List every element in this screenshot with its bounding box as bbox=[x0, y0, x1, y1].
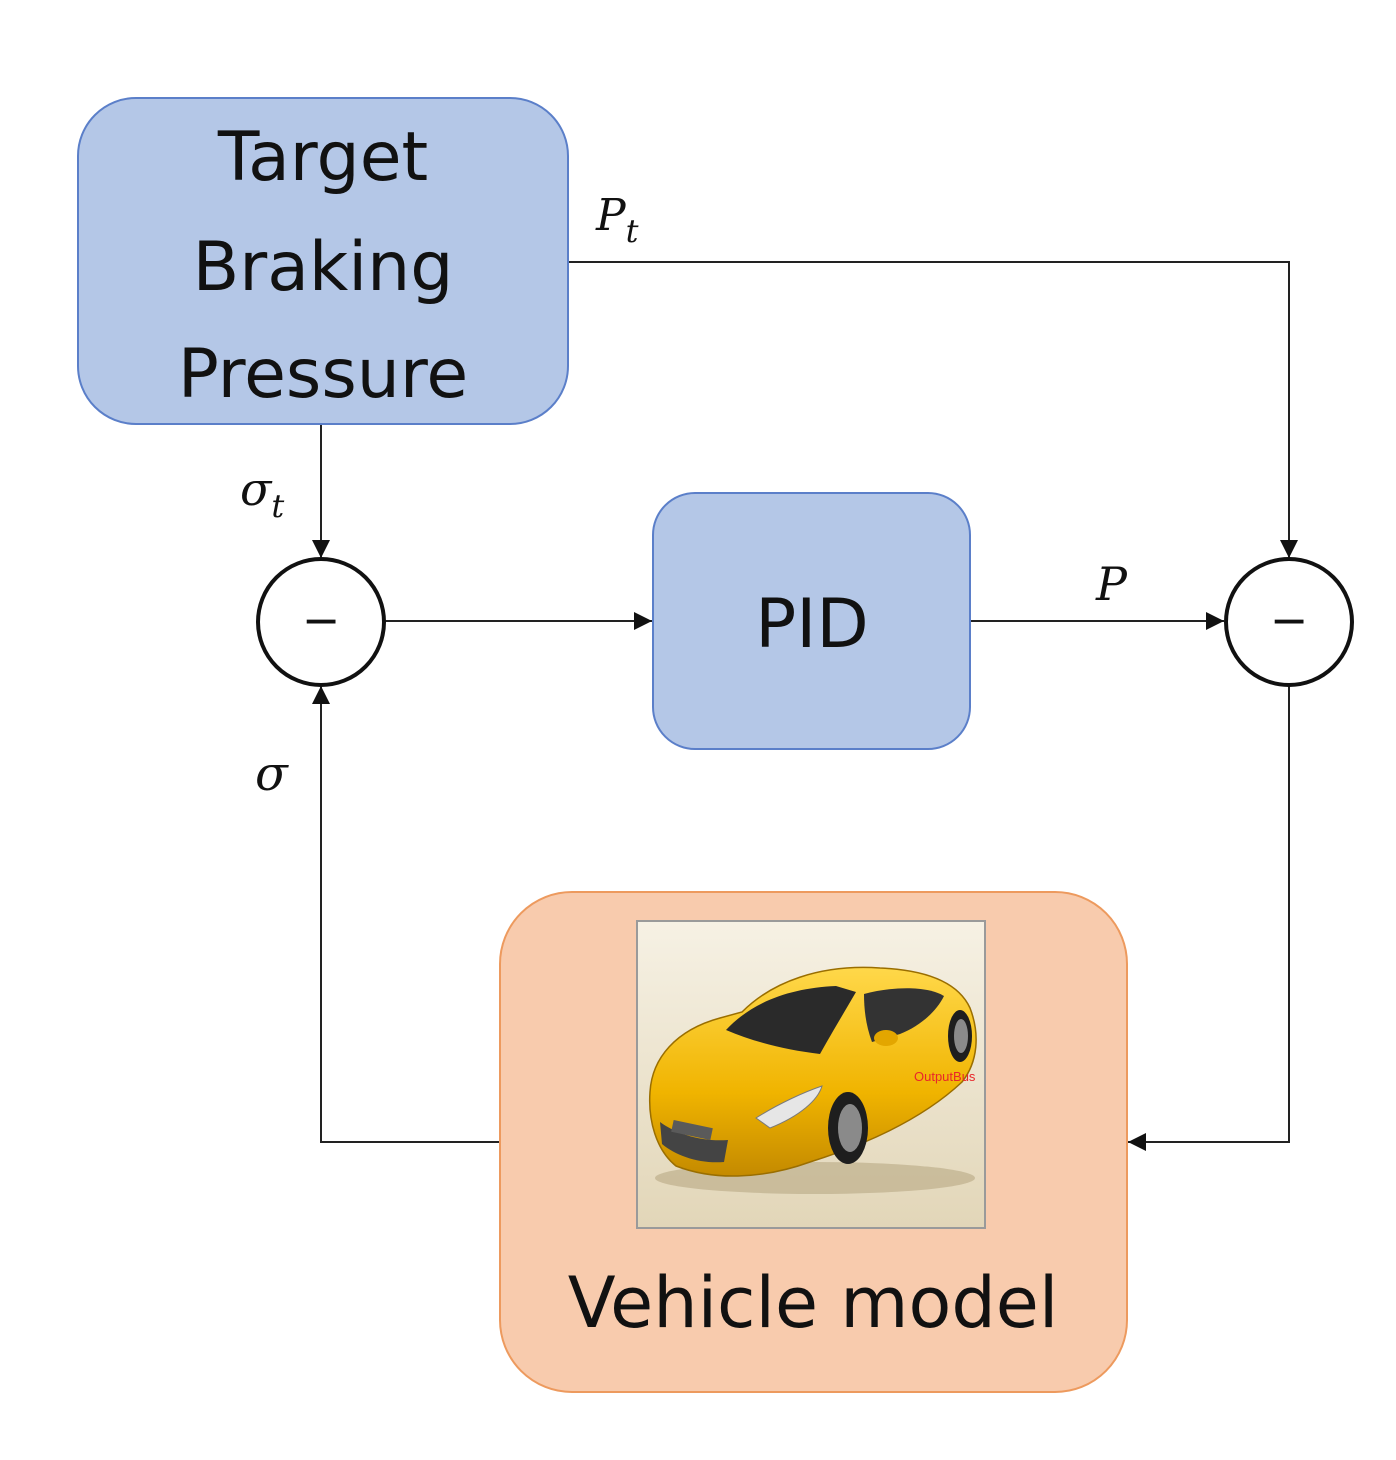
target-label-line-2: Braking bbox=[193, 228, 454, 307]
pt-connector bbox=[568, 261, 1298, 558]
vehicle-image-caption: OutputBus bbox=[914, 1069, 976, 1084]
summing-junction-left: − bbox=[256, 557, 386, 687]
signal-pt-base: P bbox=[595, 190, 627, 241]
signal-label-sigma-t: σt bbox=[240, 462, 284, 525]
vehicle-model-block: OutputBus Vehicle model bbox=[499, 891, 1128, 1393]
signal-sigma-base: σ bbox=[255, 746, 289, 802]
sigma-feedback-connector bbox=[312, 686, 500, 1143]
vehicle-model-label: Vehicle model bbox=[568, 1262, 1059, 1344]
summing-junction-left-sign: − bbox=[302, 593, 341, 647]
signal-label-sigma: σ bbox=[255, 746, 289, 802]
target-braking-pressure-block: Target Braking Pressure bbox=[77, 97, 569, 425]
target-label-line-1: Target bbox=[217, 118, 428, 197]
summing-junction-right-sign: − bbox=[1270, 593, 1309, 647]
signal-p-base: P bbox=[1095, 557, 1128, 611]
svg-text:Pt: Pt bbox=[595, 190, 639, 250]
svg-text:σt: σt bbox=[240, 462, 284, 525]
signal-sigma-t-sub: t bbox=[271, 487, 284, 525]
signal-label-p: P bbox=[1095, 557, 1128, 611]
signal-label-pt: Pt bbox=[595, 190, 639, 250]
signal-sigma-t-base: σ bbox=[240, 462, 273, 516]
summing-junction-right: − bbox=[1224, 557, 1354, 687]
vehicle-image: OutputBus bbox=[636, 920, 986, 1229]
vehicle-input-connector bbox=[1128, 684, 1290, 1151]
signal-pt-sub: t bbox=[626, 212, 639, 250]
pid-label: PID bbox=[755, 585, 868, 664]
target-label-line-3: Pressure bbox=[178, 335, 468, 414]
pid-block: PID bbox=[652, 492, 971, 750]
connections bbox=[312, 261, 1298, 1151]
